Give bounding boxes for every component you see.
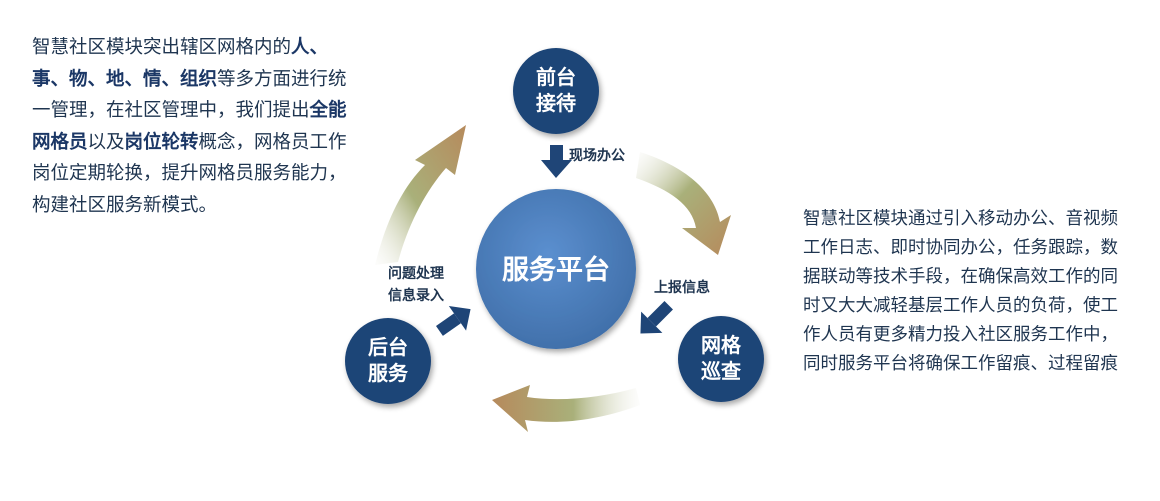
cycle-arrow-bottom (492, 385, 640, 432)
node-grid-patrol-line1: 网格 (701, 333, 742, 357)
right-description: 智慧社区模块通过引入移动办公、音视频工作日志、即时协同办公，任务跟踪，数据联动等… (803, 209, 1118, 374)
arrow-up-right-icon (435, 305, 471, 336)
cycle-arrow-left (375, 125, 466, 265)
center-platform-label: 服务平台 (502, 254, 610, 286)
node-backend-service-line2: 服务 (368, 361, 409, 385)
node-backend-service (345, 318, 431, 404)
node-backend-service-line1: 后台 (368, 335, 408, 359)
edge-label-left-line1: 问题处理 (388, 265, 444, 282)
edge-label-top: 现场办公 (569, 147, 625, 164)
left-text-seg7: 概念，网格员工作岗位定期轮换，提升网格员服务能力，构建社区服务新模式。 (32, 131, 347, 216)
left-description: 智慧社区模块突出辖区网格内的人、事、物、地、情、组织等多方面进行统一管理，在社区… (32, 32, 362, 221)
cycle-arrow-top-right (636, 152, 731, 255)
left-text-seg5: 以及 (87, 131, 125, 153)
left-text-bold-elements: 人、事、物、地、情、组织 (32, 37, 329, 90)
arrow-down-icon (541, 145, 572, 178)
left-text-bold-rotation: 岗位轮转 (124, 131, 199, 153)
node-front-desk-line1: 前台 (536, 65, 576, 89)
left-text-seg1: 智慧社区模块突出辖区网格内的 (32, 37, 292, 58)
edge-label-right: 上报信息 (654, 279, 710, 296)
arrow-up-left-icon (640, 301, 673, 334)
node-front-desk (513, 48, 599, 134)
left-text-bold-gridworker: 全能网格员 (32, 100, 347, 153)
node-grid-patrol-line2: 巡查 (701, 359, 741, 383)
left-text-seg3: 等多方面进行统一管理，在社区管理中，我们提出 (32, 68, 347, 122)
node-grid-patrol (678, 316, 764, 402)
center-platform-circle (476, 189, 636, 349)
edge-label-left-line2: 信息录入 (388, 287, 444, 304)
node-front-desk-line2: 接待 (536, 91, 576, 115)
